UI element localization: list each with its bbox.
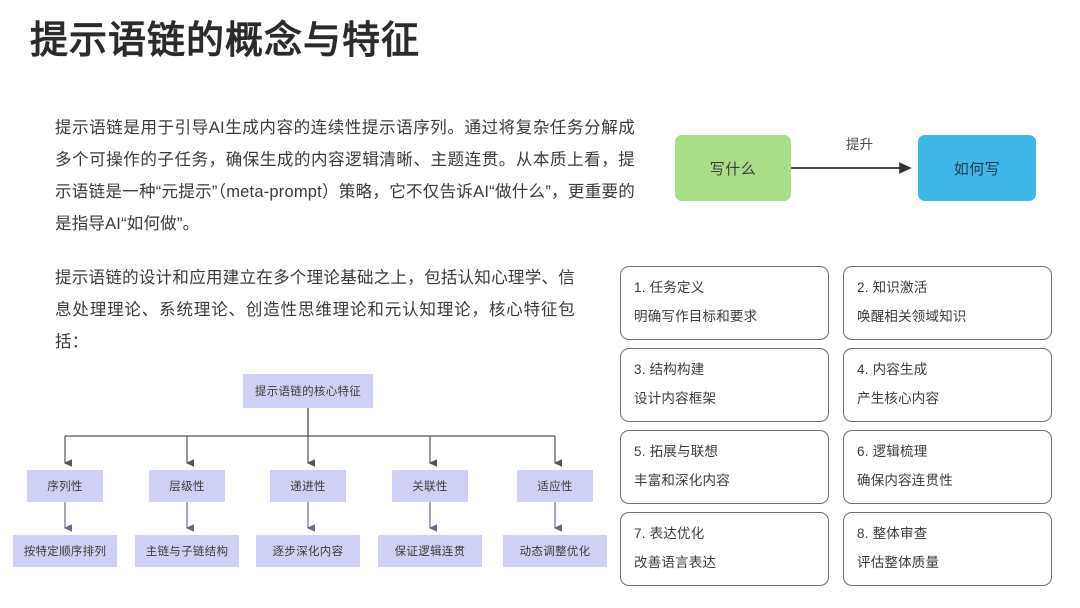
flow-node-how-to-write[interactable]: 如何写 xyxy=(918,135,1036,201)
flow-arrow-icon xyxy=(791,162,912,174)
step-card-title: 3. 结构构建 xyxy=(634,362,705,377)
tree-leaf-node[interactable]: 逐步深化内容 xyxy=(256,535,360,567)
page-title: 提示语链的概念与特征 xyxy=(30,20,421,62)
tree-leaf-node[interactable]: 保证逻辑连贯 xyxy=(378,535,482,567)
flow-edge-label: 提升 xyxy=(846,137,873,152)
step-card-title: 7. 表达优化 xyxy=(634,526,705,541)
step-card-desc: 丰富和深化内容 xyxy=(634,473,730,488)
step-card-grid: 1. 任务定义 明确写作目标和要求 2. 知识激活 唤醒相关领域知识 3. 结构… xyxy=(620,266,1052,586)
step-card-desc: 设计内容框架 xyxy=(634,391,717,406)
step-card[interactable]: 3. 结构构建 设计内容框架 xyxy=(620,348,829,422)
step-card-desc: 产生核心内容 xyxy=(857,391,940,406)
feature-tree-diagram: 提示语链的核心特征 序列性 层级性 递进性 关联性 适应性 按特定顺序排列 主链… xyxy=(10,370,610,585)
step-card-desc: 唤醒相关领域知识 xyxy=(857,309,967,324)
tree-feature-node[interactable]: 层级性 xyxy=(149,470,225,502)
tree-feature-node[interactable]: 关联性 xyxy=(392,470,468,502)
tree-feature-node[interactable]: 递进性 xyxy=(270,470,346,502)
intro-paragraph: 提示语链是用于引导AI生成内容的连续性提示语序列。通过将复杂任务分解成多个可操作… xyxy=(55,119,635,233)
step-card-title: 6. 逻辑梳理 xyxy=(857,444,928,459)
flow-node-write-what[interactable]: 写什么 xyxy=(675,135,791,201)
step-card[interactable]: 6. 逻辑梳理 确保内容连贯性 xyxy=(843,430,1052,504)
step-card-desc: 改善语言表达 xyxy=(634,555,717,570)
step-card[interactable]: 2. 知识激活 唤醒相关领域知识 xyxy=(843,266,1052,340)
step-card[interactable]: 5. 拓展与联想 丰富和深化内容 xyxy=(620,430,829,504)
tree-leaf-node[interactable]: 按特定顺序排列 xyxy=(13,535,117,567)
step-card-desc: 评估整体质量 xyxy=(857,555,940,570)
step-card[interactable]: 4. 内容生成 产生核心内容 xyxy=(843,348,1052,422)
step-card[interactable]: 1. 任务定义 明确写作目标和要求 xyxy=(620,266,829,340)
tree-leaf-node[interactable]: 主链与子链结构 xyxy=(135,535,239,567)
step-card-title: 2. 知识激活 xyxy=(857,280,928,295)
tree-root-node[interactable]: 提示语链的核心特征 xyxy=(243,374,373,408)
step-card-desc: 确保内容连贯性 xyxy=(857,473,953,488)
theory-paragraph: 提示语链的设计和应用建立在多个理论基础之上，包括认知心理学、信息处理理论、系统理… xyxy=(55,269,575,351)
step-card[interactable]: 8. 整体审查 评估整体质量 xyxy=(843,512,1052,586)
step-card-title: 4. 内容生成 xyxy=(857,362,928,377)
tree-leaf-node[interactable]: 动态调整优化 xyxy=(503,535,607,567)
tree-feature-node[interactable]: 序列性 xyxy=(27,470,103,502)
flow-diagram: 写什么 提升 如何写 xyxy=(650,110,1070,220)
tree-feature-node[interactable]: 适应性 xyxy=(517,470,593,502)
step-card-title: 1. 任务定义 xyxy=(634,280,705,295)
tree-connector-lines-icon xyxy=(63,408,563,532)
step-card-desc: 明确写作目标和要求 xyxy=(634,309,758,324)
step-card[interactable]: 7. 表达优化 改善语言表达 xyxy=(620,512,829,586)
step-card-title: 5. 拓展与联想 xyxy=(634,444,719,459)
step-card-title: 8. 整体审查 xyxy=(857,526,928,541)
